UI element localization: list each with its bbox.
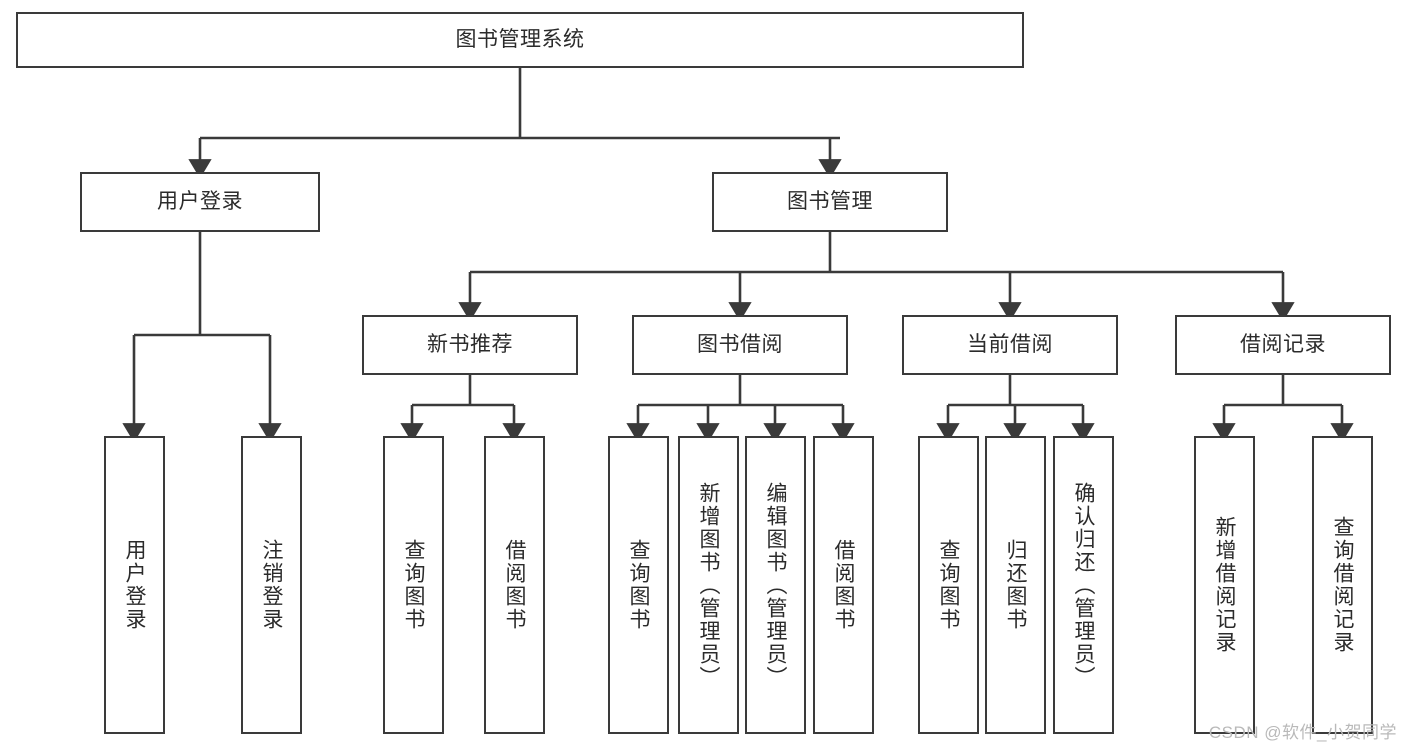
node-leaf-borrow-book-1-label: 借阅图书 — [503, 539, 527, 631]
node-root[interactable]: 图书管理系统 — [16, 12, 1024, 68]
node-leaf-add-book-admin-label: 新增图书（管理员） — [697, 481, 721, 689]
node-root-label: 图书管理系统 — [455, 27, 585, 51]
node-leaf-confirm-return-admin[interactable]: 确认归还（管理员） — [1053, 436, 1114, 734]
node-user-login-label: 用户登录 — [157, 189, 243, 213]
node-book-manage-label: 图书管理 — [787, 189, 873, 213]
node-leaf-add-borrow-record[interactable]: 新增借阅记录 — [1194, 436, 1255, 734]
node-book-borrow[interactable]: 图书借阅 — [632, 315, 848, 375]
node-leaf-query-borrow-record-label: 查询借阅记录 — [1331, 516, 1355, 654]
node-leaf-return-book-label: 归还图书 — [1004, 539, 1028, 631]
node-leaf-add-borrow-record-label: 新增借阅记录 — [1213, 516, 1237, 654]
node-leaf-query-borrow-record[interactable]: 查询借阅记录 — [1312, 436, 1373, 734]
node-leaf-return-book[interactable]: 归还图书 — [985, 436, 1046, 734]
node-leaf-query-book-3-label: 查询图书 — [937, 539, 961, 631]
node-leaf-query-book-1-label: 查询图书 — [402, 539, 426, 631]
node-leaf-add-book-admin[interactable]: 新增图书（管理员） — [678, 436, 739, 734]
node-leaf-query-book-2[interactable]: 查询图书 — [608, 436, 669, 734]
node-leaf-logout-login-label: 注销登录 — [260, 539, 284, 631]
node-user-login[interactable]: 用户登录 — [80, 172, 320, 232]
node-leaf-query-book-2-label: 查询图书 — [627, 539, 651, 631]
node-book-manage[interactable]: 图书管理 — [712, 172, 948, 232]
node-leaf-user-login-label: 用户登录 — [123, 539, 147, 631]
node-borrow-record-label: 借阅记录 — [1240, 332, 1326, 356]
node-current-borrow[interactable]: 当前借阅 — [902, 315, 1118, 375]
node-leaf-confirm-return-admin-label: 确认归还（管理员） — [1072, 481, 1096, 689]
node-leaf-logout-login[interactable]: 注销登录 — [241, 436, 302, 734]
node-current-borrow-label: 当前借阅 — [967, 332, 1053, 356]
node-leaf-query-book-1[interactable]: 查询图书 — [383, 436, 444, 734]
node-leaf-user-login[interactable]: 用户登录 — [104, 436, 165, 734]
node-borrow-record[interactable]: 借阅记录 — [1175, 315, 1391, 375]
node-leaf-edit-book-admin[interactable]: 编辑图书（管理员） — [745, 436, 806, 734]
node-book-borrow-label: 图书借阅 — [697, 332, 783, 356]
node-leaf-borrow-book-1[interactable]: 借阅图书 — [484, 436, 545, 734]
node-new-book-recommend[interactable]: 新书推荐 — [362, 315, 578, 375]
node-leaf-borrow-book-2-label: 借阅图书 — [832, 539, 856, 631]
node-new-book-recommend-label: 新书推荐 — [427, 332, 513, 356]
node-leaf-borrow-book-2[interactable]: 借阅图书 — [813, 436, 874, 734]
node-leaf-edit-book-admin-label: 编辑图书（管理员） — [764, 481, 788, 689]
node-leaf-query-book-3[interactable]: 查询图书 — [918, 436, 979, 734]
